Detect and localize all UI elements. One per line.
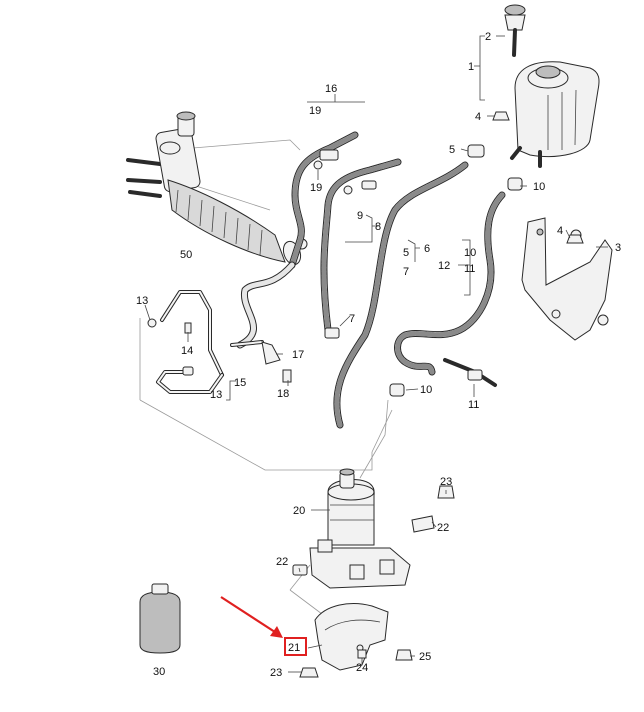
callout-6: 6 — [424, 243, 430, 255]
assembly-outline-lines — [139, 139, 393, 650]
callout-16: 16 — [325, 83, 337, 95]
callout-3: 3 — [615, 242, 621, 254]
callout-1: 1 — [468, 61, 474, 73]
leader-lines — [144, 35, 608, 673]
callout-labels: 1 2 3 4 4 5 5 6 7 7 8 9 10 10 10 11 11 1… — [136, 31, 621, 679]
callout-25: 25 — [419, 651, 431, 663]
callout-11: 11 — [464, 263, 475, 275]
callout-8: 8 — [375, 221, 381, 233]
callout-13: 13 — [210, 389, 222, 401]
callout-20: 20 — [293, 505, 305, 517]
callout-21: 21 — [288, 642, 300, 654]
callout-7: 7 — [349, 313, 355, 325]
steering-rack — [126, 111, 308, 266]
callout-17: 17 — [292, 349, 304, 361]
callout-30: 30 — [153, 666, 165, 678]
callout-11: 11 — [468, 399, 479, 411]
callout-10: 10 — [464, 247, 476, 259]
callout-5: 5 — [403, 247, 409, 259]
callout-4: 4 — [475, 111, 481, 123]
callout-18: 18 — [277, 388, 289, 400]
highlight-arrow — [220, 596, 283, 638]
callout-10: 10 — [533, 181, 545, 193]
hoses — [236, 131, 506, 429]
callout-50: 50 — [180, 249, 192, 261]
callout-15: 15 — [234, 377, 246, 389]
callout-19: 19 — [309, 105, 321, 117]
reservoir — [504, 4, 600, 168]
callout-10: 10 — [420, 384, 432, 396]
callout-22: 22 — [437, 522, 449, 534]
callout-4: 4 — [557, 225, 563, 237]
pump — [292, 468, 455, 589]
fluid-bottle — [139, 583, 181, 654]
highlight-box-21 — [284, 637, 307, 656]
callout-14: 14 — [181, 345, 193, 357]
callout-22: 22 — [276, 556, 288, 568]
callout-5: 5 — [449, 144, 455, 156]
callout-9: 9 — [357, 210, 363, 222]
fittings — [261, 111, 584, 397]
pump-shield-bracket — [299, 603, 413, 678]
callout-23: 23 — [440, 476, 452, 488]
callout-7: 7 — [403, 266, 409, 278]
callout-2: 2 — [485, 31, 491, 43]
callout-12: 12 — [438, 260, 450, 272]
metal-pipes — [147, 290, 264, 394]
callout-13: 13 — [136, 295, 148, 307]
callout-19: 19 — [310, 182, 322, 194]
callout-23: 23 — [270, 667, 282, 679]
callout-24: 24 — [356, 662, 368, 674]
reservoir-bracket — [521, 217, 613, 341]
